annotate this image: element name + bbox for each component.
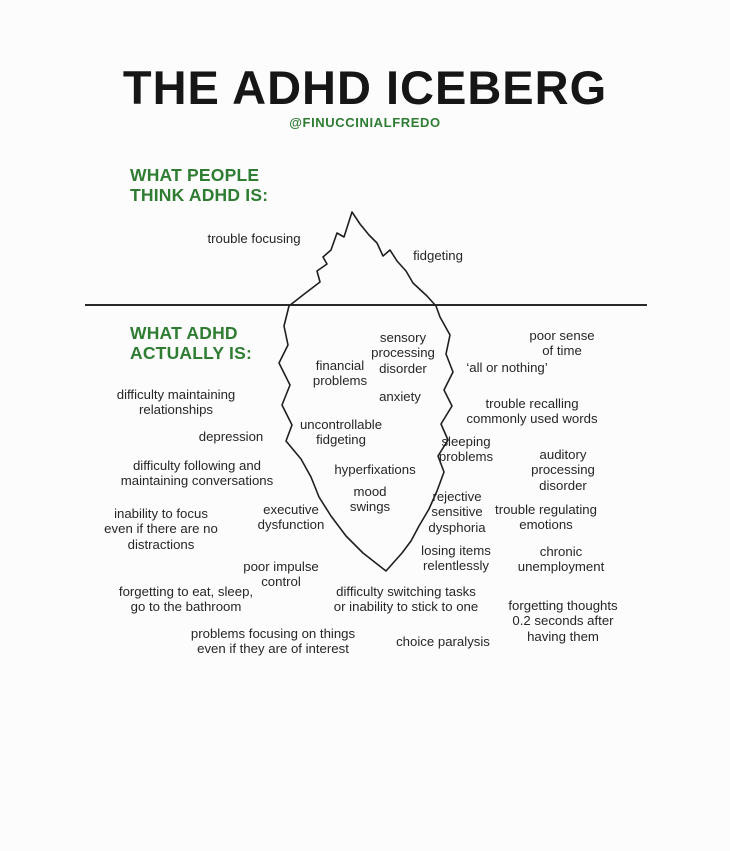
label-uncontrollable-fidgeting: uncontrollable fidgeting [299, 417, 383, 448]
label-hyperfixations: hyperfixations [334, 462, 416, 477]
label-depression: depression [198, 429, 264, 444]
label-inability-to-focus: inability to focus even if there are no … [104, 506, 218, 552]
label-mood-swings: mood swings [349, 484, 391, 515]
label-chronic-unemployment: chronic unemployment [517, 544, 605, 575]
label-all-or-nothing: ‘all or nothing’ [466, 360, 548, 375]
label-fidgeting: fidgeting [413, 248, 463, 263]
label-sensory-processing-disorder: sensory processing disorder [371, 330, 435, 376]
label-forgetting-thoughts: forgetting thoughts 0.2 seconds after ha… [508, 598, 618, 644]
credit-handle: @FINUCCINIALFREDO [289, 115, 441, 130]
label-poor-impulse-control: poor impulse control [243, 559, 319, 590]
label-losing-items-relentlessly: losing items relentlessly [421, 543, 491, 574]
label-executive-dysfunction: executive dysfunction [257, 502, 325, 533]
heading-below-water: WHAT ADHD ACTUALLY IS: [130, 323, 252, 363]
label-choice-paralysis: choice paralysis [396, 634, 490, 649]
label-trouble-regulating-emotions: trouble regulating emotions [495, 502, 597, 533]
label-anxiety: anxiety [379, 389, 421, 404]
label-difficulty-following-conversations: difficulty following and maintaining con… [120, 458, 274, 489]
label-forgetting-to-eat-sleep: forgetting to eat, sleep, go to the bath… [118, 584, 254, 615]
label-problems-focusing-interest: problems focusing on things even if they… [190, 626, 356, 657]
label-difficulty-switching-tasks: difficulty switching tasks or inability … [333, 584, 479, 615]
label-auditory-processing-disorder: auditory processing disorder [531, 447, 595, 493]
label-poor-sense-of-time: poor sense of time [529, 328, 595, 359]
label-financial-problems: financial problems [312, 358, 368, 389]
label-trouble-recalling-words: trouble recalling commonly used words [466, 396, 598, 427]
iceberg-outline [278, 211, 454, 572]
page-title: THE ADHD ICEBERG [122, 61, 608, 114]
heading-above-water: WHAT PEOPLE THINK ADHD IS: [130, 165, 269, 205]
label-trouble-focusing: trouble focusing [207, 231, 301, 246]
label-sleeping-problems: sleeping problems [438, 434, 494, 465]
label-difficulty-maintaining-relationships: difficulty maintaining relationships [116, 387, 236, 418]
label-rejective-sensitive-dysphoria: rejective sensitive dysphoria [428, 489, 486, 535]
